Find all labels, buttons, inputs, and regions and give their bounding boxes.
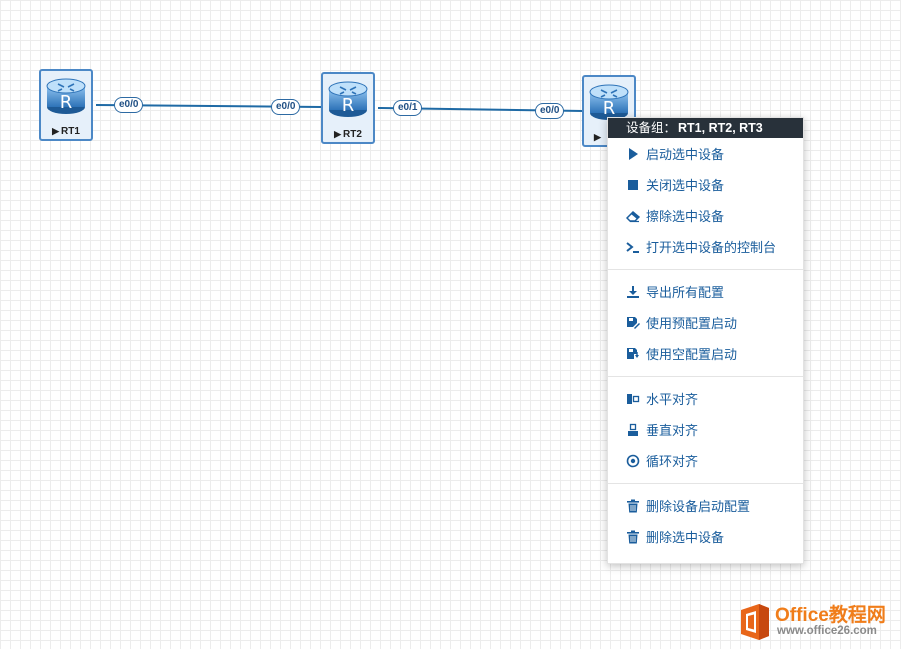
router-icon: R — [328, 81, 368, 117]
menu-item-start-with-preconfig[interactable]: 使用预配置启动 — [608, 307, 803, 338]
svg-text:R: R — [342, 95, 355, 116]
menu-item-start-with-empty-config[interactable]: 使用空配置启动 — [608, 338, 803, 369]
office-logo-icon — [741, 604, 769, 640]
menu-item-export-configs[interactable]: 导出所有配置 — [608, 276, 803, 307]
context-menu: 设备组：RT1, RT2, RT3 启动选中设备 关闭选中设备 擦除选中设备 打… — [607, 117, 804, 564]
menu-item-align-horizontal[interactable]: 水平对齐 — [608, 383, 803, 414]
router-icon: R — [46, 78, 86, 114]
terminal-icon — [626, 240, 640, 254]
play-icon — [626, 147, 640, 161]
menu-separator — [608, 269, 803, 270]
trash-icon — [626, 499, 640, 513]
align-horizontal-icon — [626, 392, 640, 406]
play-small-icon: ▶ — [594, 132, 601, 142]
trash-icon — [626, 530, 640, 544]
watermark-logo: Office教程网 www.office26.com — [737, 600, 897, 644]
eraser-icon — [626, 209, 640, 223]
play-small-icon: ▶ — [334, 129, 341, 139]
iface-label-rt3-e0-0[interactable]: e0/0 — [535, 103, 565, 119]
brand-url: www.office26.com — [777, 625, 877, 637]
download-icon — [626, 285, 640, 299]
save-edit-icon — [626, 316, 640, 330]
menu-item-stop-selected[interactable]: 关闭选中设备 — [608, 169, 803, 200]
stop-icon — [626, 178, 640, 192]
menu-item-open-console[interactable]: 打开选中设备的控制台 — [608, 231, 803, 262]
menu-item-start-selected[interactable]: 启动选中设备 — [608, 138, 803, 169]
router-node-rt1[interactable]: R ▶RT1 — [39, 69, 93, 141]
context-menu-title: 设备组：RT1, RT2, RT3 — [608, 118, 803, 138]
menu-separator — [608, 376, 803, 377]
menu-item-delete-startup-config[interactable]: 删除设备启动配置 — [608, 490, 803, 521]
play-small-icon: ▶ — [52, 126, 59, 136]
save-down-icon — [626, 347, 640, 361]
brand-name: Office教程网 — [775, 605, 886, 626]
router-label: ▶RT2 — [334, 129, 362, 140]
align-vertical-icon — [626, 423, 640, 437]
target-icon — [626, 454, 640, 468]
iface-label-rt1-e0-0[interactable]: e0/0 — [114, 97, 144, 113]
menu-item-align-circular[interactable]: 循环对齐 — [608, 445, 803, 476]
router-label: ▶ — [584, 132, 634, 143]
menu-separator — [608, 483, 803, 484]
router-icon: R — [589, 84, 629, 120]
svg-text:R: R — [603, 98, 616, 119]
router-label: ▶RT1 — [52, 126, 80, 137]
svg-text:R: R — [60, 92, 73, 113]
menu-item-wipe-selected[interactable]: 擦除选中设备 — [608, 200, 803, 231]
menu-item-align-vertical[interactable]: 垂直对齐 — [608, 414, 803, 445]
router-node-rt2[interactable]: R ▶RT2 — [321, 72, 375, 144]
menu-item-delete-selected[interactable]: 删除选中设备 — [608, 521, 803, 552]
iface-label-rt2-e0-1[interactable]: e0/1 — [393, 100, 423, 116]
iface-label-rt2-e0-0[interactable]: e0/0 — [271, 99, 301, 115]
